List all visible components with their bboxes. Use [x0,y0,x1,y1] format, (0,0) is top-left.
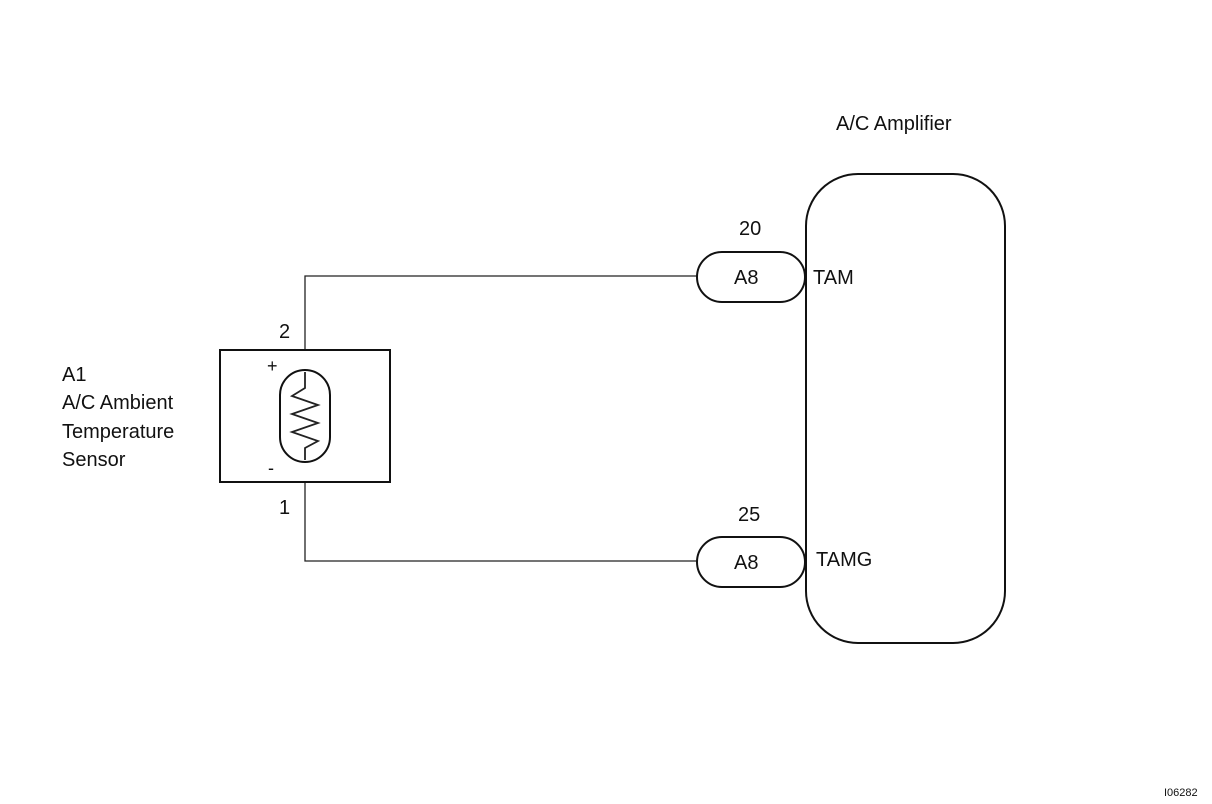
resistor-zigzag-icon [289,372,321,460]
positive-sign: + [267,356,278,376]
sensor-name-line1: A/C Ambient [62,392,174,414]
wire-tam [304,275,698,375]
sensor-code: A1 [62,364,86,386]
pin-2-label: 2 [279,321,290,343]
figure-id: I06282 [1164,787,1198,799]
connector-tam [696,251,806,303]
sensor-name-line2: Temperature [62,421,174,443]
terminal-tam-label: TAM [813,267,854,289]
wire-tamg [304,455,698,562]
amplifier-title: A/C Amplifier [836,113,952,135]
terminal-tamg-label: TAMG [816,549,872,571]
pin-20-label: 20 [739,218,761,240]
connector-tamg [696,536,806,588]
connector-tam-label: A8 [734,267,758,289]
connector-tamg-label: A8 [734,552,758,574]
thermistor-icon [279,369,331,463]
pin-1-label: 1 [279,497,290,519]
pin-25-label: 25 [738,504,760,526]
sensor-name-line3: Sensor [62,449,126,471]
amplifier-body [805,173,1006,644]
negative-sign: - [268,458,274,478]
